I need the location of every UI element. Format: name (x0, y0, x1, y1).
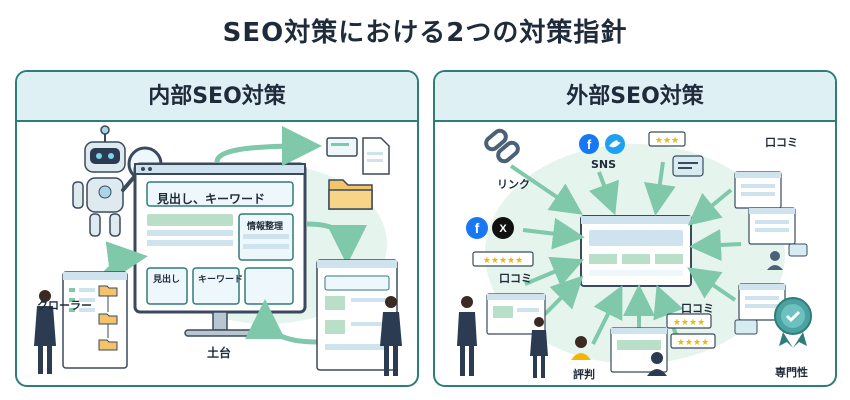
info-label: 情報整理 (247, 222, 284, 232)
svg-text:★★★★: ★★★★ (673, 318, 705, 328)
twitter-icon (605, 134, 625, 154)
heading-keyword-label: 見出し、キーワード (157, 192, 266, 206)
monitor-icon (133, 162, 307, 337)
star-rating-icon: ★★★ (648, 131, 686, 147)
person-icon (571, 336, 591, 360)
external-seo-heading: 外部SEO対策 (435, 72, 835, 122)
svg-text:X: X (499, 223, 507, 235)
chat-bubble-icon (672, 155, 704, 177)
internal-seo-illustration (34, 125, 402, 376)
crawler-label: クローラー (37, 299, 92, 312)
internal-seo-heading: 内部SEO対策 (17, 72, 417, 122)
webpage-icon (316, 259, 398, 371)
page-title: SEO対策における2つの対策指針 (222, 18, 628, 48)
facebook-icon: f (466, 217, 488, 239)
person-icon (530, 317, 548, 378)
x-icon: X (492, 217, 514, 239)
review-page-icon (734, 171, 808, 270)
star-rating-icon: ★★★★★ (472, 251, 534, 267)
person-icon (380, 296, 402, 376)
star-rating-icon: ★★★★ ★★★★ (666, 313, 716, 349)
person-icon (34, 290, 56, 374)
folder-icon (328, 179, 373, 210)
review-page-icon (734, 283, 786, 335)
person-icon (457, 296, 477, 376)
link-label: リンク (497, 178, 530, 191)
midashi-label: 見出し (153, 275, 181, 285)
central-webpage-icon (580, 215, 692, 287)
keyword-label: キーワード (198, 275, 244, 285)
svg-text:f: f (475, 220, 480, 236)
svg-text:★★★★★: ★★★★★ (483, 256, 523, 266)
sns-label: SNS (591, 158, 617, 171)
review-label-bottom: 口コミ (681, 302, 714, 315)
svg-text:★★★: ★★★ (655, 136, 679, 146)
review-label-left: 口コミ (499, 272, 532, 285)
internal-seo-panel: 内部SEO対策 (15, 70, 419, 387)
rating-label: 評判 (573, 368, 595, 381)
document-icon (326, 137, 390, 175)
foundation-label: 土台 (207, 346, 232, 360)
presentation-board-icon (486, 293, 546, 335)
external-seo-illustration: f X f ★★★ ★★★★★ (457, 128, 812, 378)
chain-link-icon (484, 128, 520, 164)
review-label-top: 口コミ (765, 136, 798, 149)
svg-text:★★★★: ★★★★ (677, 338, 709, 348)
robot-icon (72, 125, 126, 237)
expertise-label: 専門性 (775, 366, 808, 379)
external-seo-panel: 外部SEO対策 (433, 70, 837, 387)
award-badge-icon (774, 297, 812, 348)
svg-text:f: f (587, 137, 592, 152)
sitemap-icon (62, 271, 128, 369)
webpage-icon (610, 327, 668, 376)
facebook-icon: f (579, 134, 599, 154)
